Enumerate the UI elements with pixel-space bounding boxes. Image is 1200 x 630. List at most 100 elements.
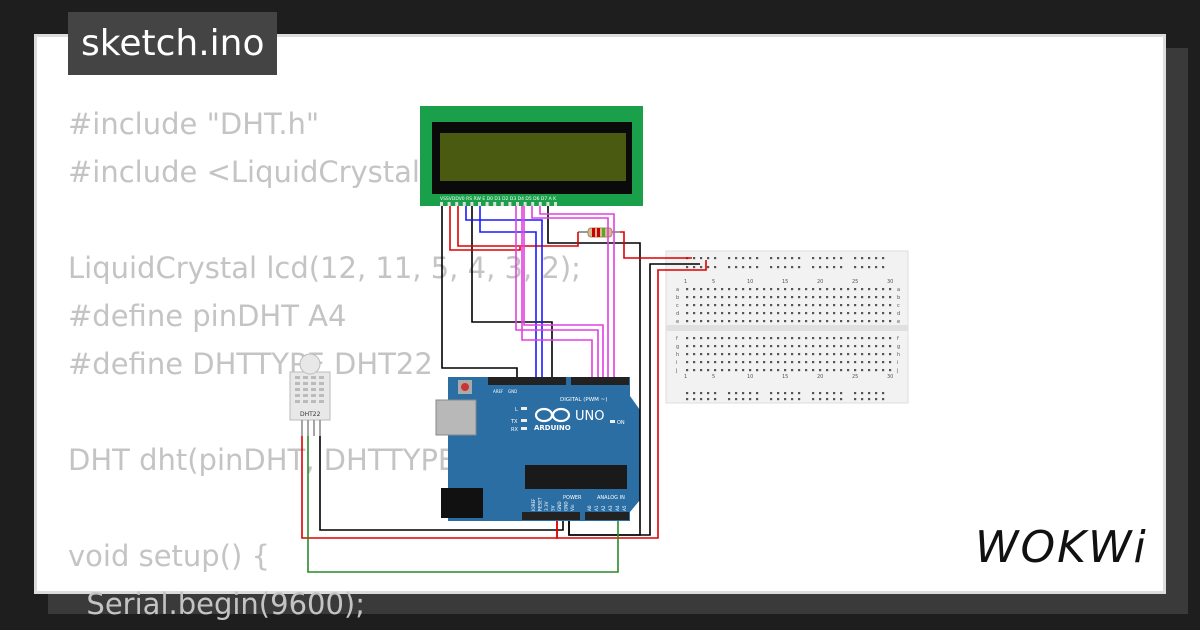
lcd-screen xyxy=(440,133,626,181)
wires xyxy=(301,206,707,573)
breadboard-row-letter: j xyxy=(896,368,898,374)
analog-pin-label: A0 xyxy=(587,505,592,511)
code-line: void setup() { xyxy=(68,539,270,573)
breadboard-row-letter: h xyxy=(897,352,900,358)
lcd-pin-labels: VSSVDDV0 RS RW E D0 D1 D2 D3 D4 D5 D6 D7… xyxy=(440,196,557,202)
wire-red xyxy=(556,260,707,539)
breadboard-column-number: 25 xyxy=(852,279,858,285)
power-pin-label: 5V xyxy=(551,505,556,511)
code-line: DHT dht(pinDHT, DHTTYPE); xyxy=(68,443,478,477)
breadboard-row-letter: j xyxy=(675,368,677,374)
tx-label: TX xyxy=(510,419,518,425)
breadboard-row-letter: e xyxy=(676,319,679,325)
code-line: #define pinDHT A4 xyxy=(68,299,347,333)
wire-black xyxy=(471,206,553,377)
breadboard-column-number: 5 xyxy=(712,279,715,285)
breadboard-row-letter: d xyxy=(897,311,900,317)
l-led-label: L xyxy=(515,407,518,413)
breadboard-row-letter: c xyxy=(897,303,900,309)
breadboard-column-number: 15 xyxy=(782,279,788,285)
power-pin-label: 3.3V xyxy=(544,501,549,511)
breadboard-column-number: 10 xyxy=(747,374,753,380)
breadboard-row-letter: b xyxy=(897,295,900,301)
dht22-sensor[interactable]: DHT22 xyxy=(289,353,331,436)
power-jack xyxy=(441,488,483,518)
code-line: LiquidCrystal lcd(12, 11, 5, 4, 3, 2); xyxy=(68,251,581,285)
breadboard-row-letter: c xyxy=(676,303,679,309)
breadboard-row-letter: h xyxy=(676,352,679,358)
breadboard-row-letter: i xyxy=(676,360,677,366)
wire-blue xyxy=(465,206,543,377)
breadboard-row-letter: e xyxy=(897,319,900,325)
wire-magenta xyxy=(521,206,593,377)
digital-label: DIGITAL (PWM ~) xyxy=(560,397,607,403)
breadboard-row-letter: a xyxy=(897,287,900,293)
dht-grille xyxy=(295,376,324,403)
model-label: UNO xyxy=(575,409,604,424)
aref-label: AREF xyxy=(493,389,504,394)
analog-pin-label: A1 xyxy=(594,505,599,511)
lcd-pin-header xyxy=(440,202,557,206)
breadboard-column-number: 20 xyxy=(817,279,823,285)
wire-magenta xyxy=(531,206,609,377)
breadboard-row-letter: d xyxy=(676,311,679,317)
breadboard-column-number: 1 xyxy=(684,279,687,285)
wire-red xyxy=(620,231,692,259)
sketch-tab[interactable]: sketch.ino xyxy=(68,12,278,75)
brand-label: ARDUINO xyxy=(534,424,571,432)
code-background: #include "DHT.h"#include <LiquidCrystal.… xyxy=(68,100,581,628)
dht-label: DHT22 xyxy=(300,411,321,418)
wire-black xyxy=(319,436,564,531)
code-line: #include "DHT.h" xyxy=(68,107,320,141)
arduino-uno[interactable]: DIGITAL (PWM ~) AREF GND L TX RX UNO ARD… xyxy=(435,377,640,521)
breadboard-column-number: 20 xyxy=(817,374,823,380)
wire-blue xyxy=(479,206,537,377)
power-pin-label: Vin xyxy=(570,504,575,511)
digital-header-right xyxy=(571,377,629,385)
breadboard-row-letter: g xyxy=(897,344,900,350)
power-pin-label: IOREF xyxy=(531,498,536,511)
code-line: Serial.begin(9600); xyxy=(68,587,366,621)
breadboard-row-letter: f xyxy=(897,336,899,342)
wire-magenta xyxy=(523,206,604,377)
analog-pin-label: A5 xyxy=(622,505,627,511)
power-label: POWER xyxy=(563,495,582,501)
lcd-display[interactable]: VSSVDDV0 RS RW E D0 D1 D2 D3 D4 D5 D6 D7… xyxy=(420,106,643,206)
rx-label: RX xyxy=(511,427,518,433)
wokwi-logo: WOKWi xyxy=(975,522,1148,573)
wire-magenta xyxy=(515,206,599,377)
arduino-logo-icon xyxy=(534,407,571,423)
wire-magenta xyxy=(539,206,615,377)
analog-pin-label: A4 xyxy=(615,505,620,511)
atmega-chip xyxy=(525,465,627,489)
on-label: ON xyxy=(617,420,625,426)
breadboard-row-letter: i xyxy=(897,360,898,366)
breadboard-row-letter: b xyxy=(676,295,679,301)
wire-green xyxy=(307,436,619,573)
breadboard-column-number: 30 xyxy=(887,374,893,380)
wire-black xyxy=(568,263,700,536)
analog-pin-label: A3 xyxy=(608,505,613,511)
usb-port xyxy=(435,399,477,436)
breadboard-column-number: 10 xyxy=(747,279,753,285)
power-pin-label: GND xyxy=(557,501,562,511)
digital-header-left xyxy=(488,377,566,385)
resistor[interactable] xyxy=(578,227,620,238)
analog-header xyxy=(585,512,629,520)
wire-red xyxy=(449,206,521,251)
gnd-label: GND xyxy=(508,389,517,394)
breadboard-center-channel xyxy=(666,325,908,331)
analog-label: ANALOG IN xyxy=(597,495,625,501)
reset-button-cap xyxy=(461,383,469,391)
breadboard-row-letter: f xyxy=(676,336,678,342)
code-line: #define DHTTYPE DHT22 xyxy=(68,347,433,381)
breadboard-row-letter: a xyxy=(676,287,679,293)
power-header xyxy=(522,512,580,520)
breadboard-column-number: 1 xyxy=(684,374,687,380)
